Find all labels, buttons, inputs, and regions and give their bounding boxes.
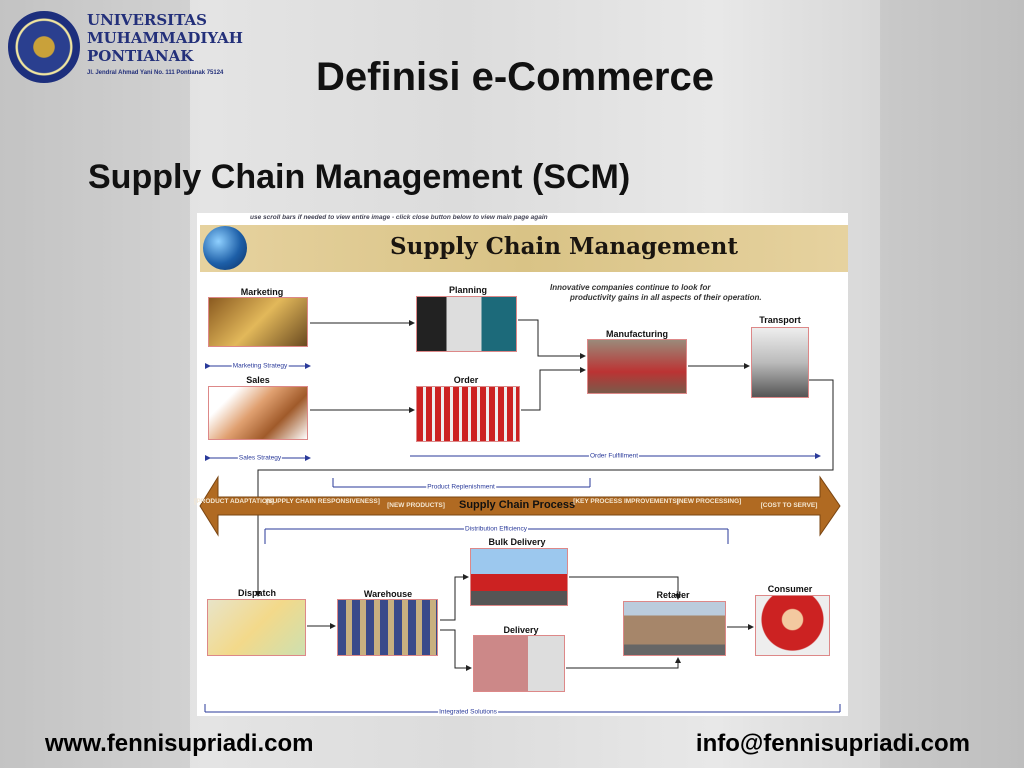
- dispatch-map-image: [207, 599, 306, 656]
- node-label: Delivery: [503, 625, 539, 635]
- node-label: Sales: [246, 375, 270, 385]
- diagram-banner: [200, 225, 848, 272]
- flow-label: Product Replenishment: [426, 483, 496, 491]
- order-image: [416, 386, 520, 442]
- marketing-image: [208, 297, 308, 347]
- diagram-title: Supply Chain Management: [390, 233, 739, 260]
- flow-label: Integrated Solutions: [438, 708, 498, 716]
- logo-line: UNIVERSITAS: [87, 11, 208, 29]
- background-building: [880, 0, 1024, 768]
- process-item: [PRODUCT ADAPTATION]: [194, 498, 274, 505]
- process-item: [NEW PRODUCTS]: [387, 502, 445, 509]
- node-label: Marketing: [240, 287, 284, 297]
- manufacturing-image: [587, 339, 687, 394]
- logo-line: PONTIANAK: [87, 47, 194, 65]
- delivery-image: [473, 635, 565, 692]
- process-item: [KEY PROCESS IMPROVEMENTS]: [573, 498, 679, 505]
- background-building: [0, 0, 190, 768]
- flow-label: Sales Strategy: [237, 454, 283, 462]
- warehouse-image: [337, 599, 438, 656]
- planning-image: [416, 296, 517, 352]
- diagram-intro: Innovative companies continue to look fo…: [550, 283, 762, 303]
- flow-label: Order Fulfillment: [588, 452, 640, 460]
- node-label: Transport: [759, 315, 801, 325]
- process-label: Supply Chain Process: [459, 499, 576, 511]
- transport-image: [751, 327, 809, 398]
- slide-subtitle: Supply Chain Management (SCM): [88, 158, 631, 196]
- intro-line: productivity gains in all aspects of the…: [570, 293, 762, 302]
- node-label: Dispatch: [237, 588, 277, 598]
- slide-title: Definisi e-Commerce: [316, 55, 714, 99]
- node-label: Consumer: [767, 584, 813, 594]
- process-item: [SUPPLY CHAIN RESPONSIVENESS]: [266, 498, 380, 505]
- node-label: Warehouse: [363, 589, 413, 599]
- bulk-delivery-image: [470, 548, 568, 606]
- intro-line: Innovative companies continue to look fo…: [550, 283, 711, 292]
- logo-address: Jl. Jendral Ahmad Yani No. 111 Pontianak…: [87, 70, 224, 76]
- process-item: [COST TO SERVE]: [760, 502, 818, 509]
- flow-label: Marketing Strategy: [231, 362, 289, 370]
- footer-website: www.fennisupriadi.com: [45, 730, 314, 757]
- consumer-image: [755, 595, 830, 656]
- logo-line: MUHAMMADIYAH: [87, 29, 243, 47]
- footer-email: info@fennisupriadi.com: [695, 730, 970, 757]
- globe-icon: [203, 226, 247, 270]
- node-label: Order: [453, 375, 479, 385]
- diagram-caption: use scroll bars if needed to view entire…: [250, 214, 548, 221]
- retailer-image: [623, 601, 726, 656]
- university-logo: UNIVERSITAS MUHAMMADIYAH PONTIANAK Jl. J…: [5, 8, 255, 84]
- process-item: [NEW PROCESSING]: [676, 498, 742, 505]
- university-seal-icon: [8, 11, 80, 83]
- node-label: Retailer: [656, 590, 690, 600]
- node-label: Planning: [449, 285, 487, 295]
- node-label: Manufacturing: [606, 329, 668, 339]
- sales-image: [208, 386, 308, 440]
- node-label: Bulk Delivery: [488, 537, 546, 547]
- process-arrow: [199, 475, 841, 537]
- flow-label: Distribution Efficiency: [463, 525, 529, 533]
